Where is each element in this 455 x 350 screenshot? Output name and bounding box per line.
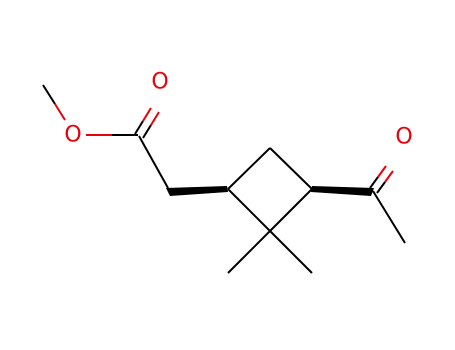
bond-ester-carbonyl-double-a-red	[142, 107, 152, 122]
bond-ester-carbonyl-double-a	[134, 120, 144, 135]
atom-label-ester-carbonyl-oxygen: O	[151, 70, 168, 95]
wedge-bond-ring-acetyl	[311, 186, 374, 196]
bond-ketone-double-b-red	[384, 170, 394, 183]
atom-label-ester-oxygen: O	[64, 123, 81, 148]
bond-acetyl-methyl	[372, 190, 406, 244]
bond-ketone-double-a	[369, 176, 379, 189]
bond-methyl-ester-oxygen	[42, 84, 56, 105]
bond-ring-right-bottom	[269, 188, 313, 232]
bond-ketone-double-b	[376, 181, 386, 194]
bond-ring-left-top	[227, 147, 271, 190]
bond-carbonyl-methylene	[138, 135, 169, 189]
bond-ring-top-right	[269, 147, 313, 190]
bond-ring-bottom-left	[227, 188, 271, 232]
bond-gem-methyl-right	[269, 230, 313, 274]
wedge-bond-methylene-ring	[166, 186, 228, 196]
bond-methyl-ester-oxygen-red	[54, 103, 66, 121]
bond-ketone-double-a-red	[377, 165, 387, 178]
atom-label-ketone-oxygen: O	[395, 125, 412, 150]
bond-ester-carbonyl-double-b	[142, 124, 152, 139]
bond-ester-carbonyl-double-b-red	[150, 111, 160, 126]
bond-gem-methyl-left	[227, 230, 271, 274]
